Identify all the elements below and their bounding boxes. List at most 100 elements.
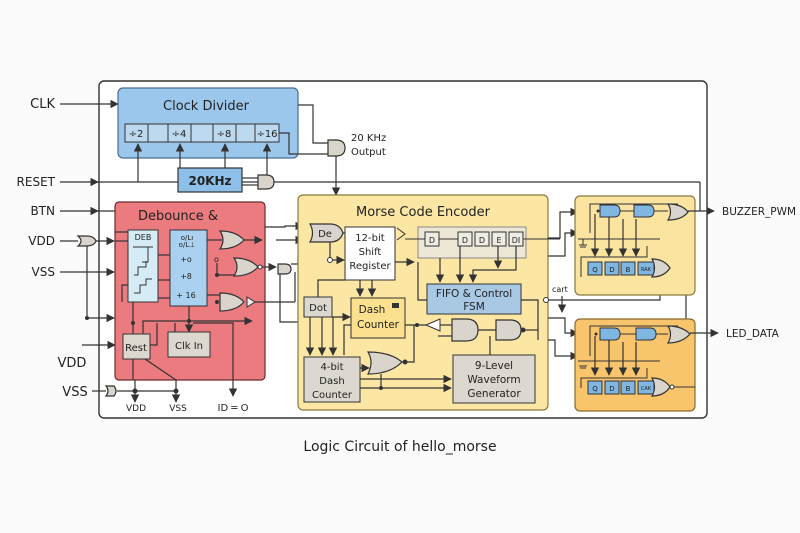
counter-label: +o: [180, 255, 192, 264]
wire: [548, 339, 579, 361]
buzzer-output-label: BUZZER_PWM: [722, 206, 796, 218]
flipflop-label: D: [429, 236, 435, 245]
rest-label: Rest: [125, 343, 147, 354]
divider-out-wire: [279, 132, 328, 155]
dot-label: Dot: [309, 303, 327, 314]
and-gate-icon: [451, 318, 479, 342]
flipflop: [474, 231, 490, 247]
vss-out-label: VSS: [169, 404, 187, 414]
wire: [405, 325, 415, 363]
dash-counter-label: Counter: [357, 319, 400, 331]
buzzer-cell: [604, 261, 620, 276]
encoder-block: Morse Code Encoder De 12-bit Shift Regis…: [297, 194, 560, 411]
flipflop-label: DI: [512, 236, 521, 245]
nor-gate-icon: [232, 257, 259, 277]
wire: [580, 368, 648, 388]
waveform-generator-box: [452, 354, 536, 404]
wire: [193, 322, 234, 380]
wire: [589, 203, 678, 233]
deb-label: DEB: [135, 233, 152, 242]
wire: [150, 323, 158, 346]
led-cell: [587, 380, 603, 395]
de-gate-label: De: [318, 229, 332, 240]
wire: [121, 284, 128, 302]
deb-box: [127, 229, 159, 303]
counter-label: +8: [180, 272, 192, 281]
wire: [580, 246, 648, 277]
junction-dot: [215, 300, 219, 304]
led-cell-label: D: [609, 385, 614, 393]
flipflop-icon: [633, 204, 655, 218]
wire: [343, 324, 351, 355]
oscillator-20khz-label: 20KHz: [188, 174, 231, 188]
btn-label: BTN: [30, 204, 55, 218]
output-and-gate-icon: [327, 139, 346, 157]
debounce-title: Debounce &: [138, 209, 218, 224]
divider-stage-label: ÷8: [217, 129, 232, 140]
inverter-bubble: [327, 257, 333, 263]
wire: [548, 317, 579, 338]
waveform-label: 9-Level: [475, 360, 513, 372]
led-block: Q D B CAK: [574, 318, 719, 412]
buzzer-block: Q D B RAK: [574, 195, 715, 296]
output-freq-label: 20 KHz: [351, 133, 386, 144]
debounce-block: Debounce & DEB o/Lı o/L⊥ +o +8 + 16 o: [114, 201, 295, 391]
and-gate-icon: [257, 174, 275, 190]
junction-dot: [415, 323, 419, 327]
or-gate-icon: [666, 325, 691, 344]
clk-in-box: [167, 331, 211, 358]
nor-gate-icon: [366, 351, 403, 375]
buzzer-cell-label: D: [609, 266, 614, 274]
shift-register-label: 12-bit: [355, 233, 384, 244]
inverter-bubble: [543, 297, 549, 303]
counter-box: [169, 229, 208, 307]
ground-icon: [579, 365, 587, 369]
fifo-label: FSM: [463, 301, 485, 313]
or-gate-icon: [666, 203, 689, 221]
buffer-icon: [246, 296, 256, 308]
wire: [589, 325, 678, 356]
flipflop: [491, 231, 507, 247]
waveform-icon: [133, 246, 153, 294]
fifo-fsm-box: [426, 283, 522, 315]
shift-register-box: [344, 226, 396, 281]
de-gate-icon: [308, 223, 344, 243]
wire: [521, 299, 539, 340]
buzzer-cell: [587, 261, 603, 276]
encoder-title: Morse Code Encoder: [356, 205, 491, 220]
dash-counter-label: Dash: [359, 304, 386, 316]
led-cell-label: Q: [592, 385, 598, 393]
fifo-label: FIFO & Control: [436, 288, 512, 300]
shift-register-label: Shift: [359, 247, 382, 258]
waveform-label: Waveform: [467, 374, 520, 386]
flipflop-icon: [599, 327, 621, 341]
divider-out-wire: [298, 104, 328, 144]
divider-stage: [235, 123, 256, 143]
or-gate-icon: [218, 230, 245, 250]
buzzer-cell-label: RAK: [641, 267, 652, 273]
id-label: ID ═ O: [218, 403, 249, 414]
wire: [279, 274, 303, 323]
junction-dot: [520, 327, 526, 333]
junction-dot: [594, 332, 598, 336]
flipflop-label: E: [496, 236, 501, 245]
nor-gate-icon: [650, 258, 671, 278]
and-gate-icon: [277, 263, 292, 275]
inverter-bubble: [257, 264, 263, 270]
led-output-label: LED_DATA: [726, 328, 780, 340]
flipflop-icon: [635, 327, 657, 341]
buzzer-cell: [620, 261, 636, 276]
wire: [142, 316, 253, 334]
counter-label: o/Lı: [181, 234, 194, 242]
four-bit-label: 4-bit: [320, 362, 343, 373]
divider-stage: [147, 123, 169, 143]
output-label: Output: [351, 147, 386, 158]
clock-divider-block: Clock Divider ÷2 ÷4 ÷8 ÷16 20KHz: [117, 87, 701, 211]
led-cell: [604, 380, 620, 395]
led-cell-label: B: [626, 385, 631, 393]
junction-dot: [215, 273, 219, 277]
divider-stages: ÷2 ÷4 ÷8 ÷16: [124, 123, 280, 143]
nor-gate-icon: [650, 377, 671, 397]
diagram-caption: Logic Circuit of hello_morse: [303, 439, 496, 455]
